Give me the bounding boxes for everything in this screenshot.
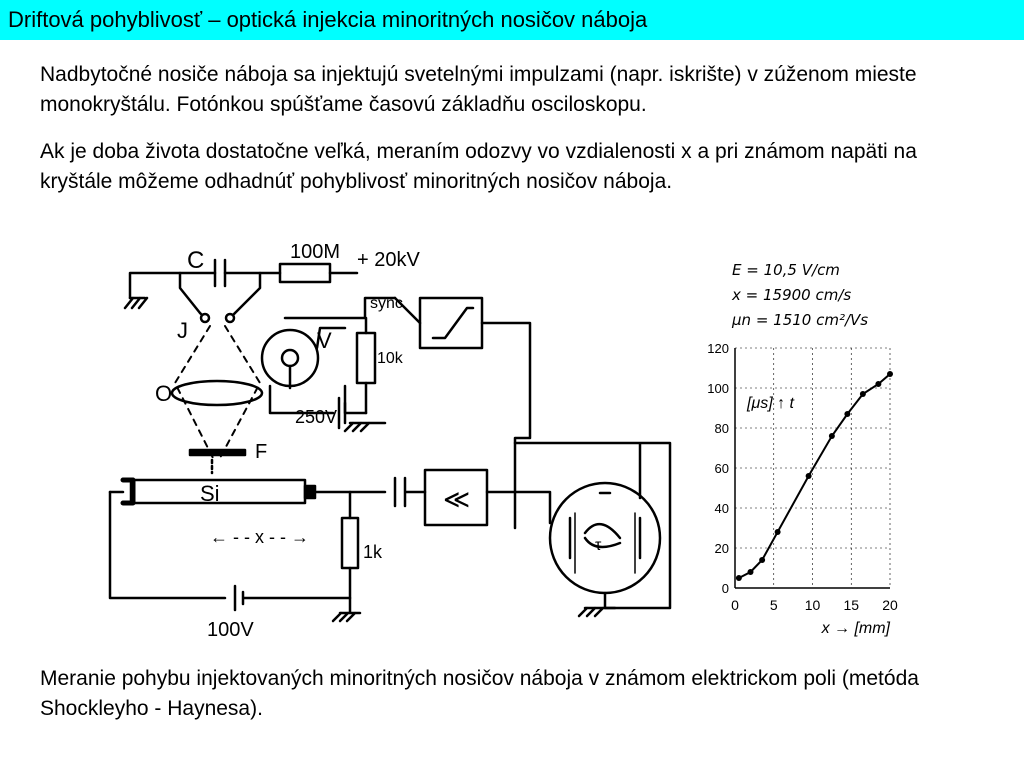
paragraph-injection: Nadbytočné nosiče náboja sa injektujú sv…	[40, 63, 917, 116]
data-point	[735, 575, 742, 581]
data-point	[774, 529, 781, 535]
slide-title: Driftová pohyblivosť – optická injekcia …	[8, 7, 648, 32]
label-20kv: + 20kV	[357, 249, 420, 271]
x-tick-label: 10	[805, 597, 821, 613]
time-vs-distance-chart: 0 5 10 15 20 0 20 40 60 80 100 120 [μs] ↑ t x → [mm]	[707, 341, 898, 637]
label-j: J	[177, 318, 188, 343]
data-point	[805, 473, 812, 479]
data-point	[887, 371, 893, 377]
x-axis-label: x → [mm]	[821, 620, 891, 637]
amplifier-symbol: ≪	[443, 484, 470, 514]
y-tick-label: 40	[715, 501, 729, 516]
annotation-x: x = 15900 cm/s	[732, 286, 852, 304]
title-bar: Driftová pohyblivosť – optická injekcia …	[0, 0, 1024, 40]
y-tick-label: 60	[715, 461, 729, 476]
x-tick-label: 5	[770, 597, 778, 613]
y-tick-label: 100	[707, 381, 729, 396]
label-1k: 1k	[363, 542, 383, 562]
label-si: Si	[200, 481, 220, 506]
data-point	[859, 391, 866, 397]
data-point	[875, 381, 882, 387]
label-c: C	[187, 247, 204, 274]
x-tick-label: 20	[882, 597, 898, 613]
y-axis-label: [μs] ↑ t	[746, 395, 795, 412]
label-10k: 10k	[377, 350, 404, 367]
label-v: V	[317, 328, 332, 353]
caption: Meranie pohybu injektovaných minoritných…	[40, 667, 919, 720]
data-point	[828, 433, 835, 439]
label-tau: τ	[595, 537, 602, 554]
y-tick-label: 20	[715, 541, 729, 556]
annotation-mu: μn = 1510 cm²/Vs	[732, 311, 869, 329]
paragraph-lifetime: Ak je doba života dostatočne veľká, mera…	[40, 140, 917, 193]
data-point	[747, 569, 754, 575]
y-tick-label: 120	[707, 341, 729, 356]
label-f: F	[255, 441, 267, 463]
y-tick-label: 80	[715, 421, 729, 436]
data-point	[759, 557, 766, 563]
circuit-diagram: C 100M + 20kV J O F sync V 10k 250V Si ←…	[108, 241, 672, 641]
label-100m: 100M	[290, 241, 340, 263]
label-100v: 100V	[207, 619, 254, 641]
series-line	[738, 373, 891, 579]
label-x: ← - - x - - →	[210, 527, 309, 547]
plot-annotations: E = 10,5 V/cm x = 15900 cm/s μn = 1510 c…	[732, 258, 868, 333]
label-sync: sync	[370, 295, 403, 312]
y-tick-label: 0	[722, 581, 729, 596]
data-point	[844, 411, 851, 417]
label-o: O	[155, 381, 172, 406]
x-tick-label: 15	[843, 597, 859, 613]
annotation-e: E = 10,5 V/cm	[732, 261, 840, 279]
label-250v: 250V	[295, 407, 337, 427]
x-tick-label: 0	[731, 597, 739, 613]
